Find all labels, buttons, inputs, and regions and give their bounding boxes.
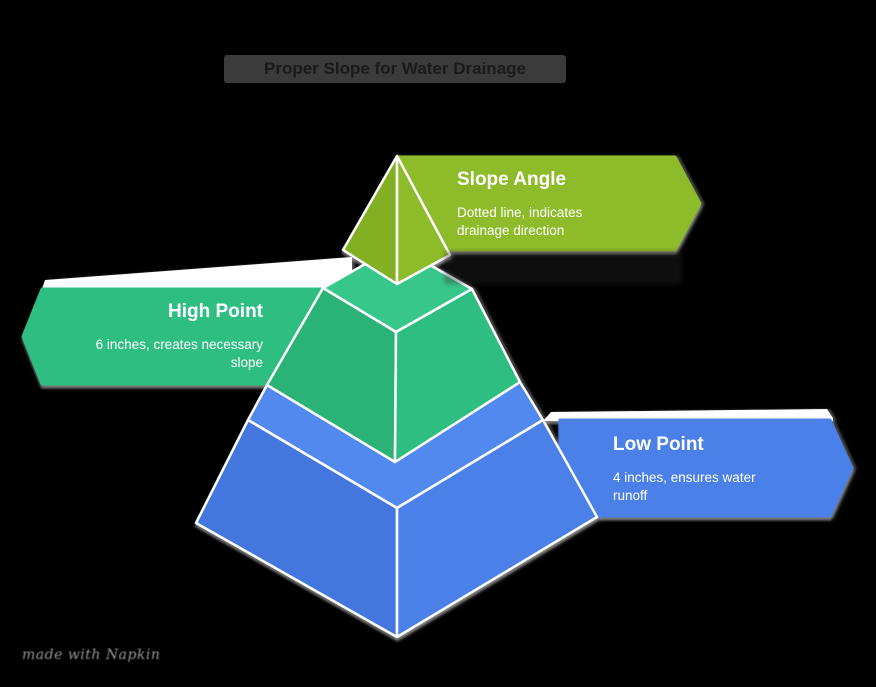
low-point-title: Low Point <box>613 434 704 455</box>
high-point-ribbon <box>21 287 324 386</box>
title-bar: Proper Slope for Water Drainage <box>224 55 566 83</box>
slope-angle-desc-line2: drainage direction <box>457 223 565 238</box>
high-point-title: High Point <box>168 301 263 322</box>
low-point-desc-line1: 4 inches, ensures water <box>613 470 756 485</box>
top-tier-right-face <box>395 154 452 286</box>
slope-angle-desc-line1: Dotted line, indicates <box>457 205 583 220</box>
middle-tier-right-face <box>393 287 522 464</box>
high-point-ribbon-top-face <box>42 257 352 289</box>
bottom-tier-right-face <box>395 418 599 639</box>
low-point-ribbon-top-face <box>543 409 833 421</box>
faint-ghost-text <box>444 251 682 284</box>
slope-angle-title: Slope Angle <box>457 169 567 190</box>
low-point-desc-line2: runoff <box>613 488 648 503</box>
high-point-desc-line1: 6 inches, creates necessary <box>95 337 263 352</box>
high-point-desc-line2: slope <box>230 355 263 370</box>
watermark: made with Napkin <box>22 647 161 663</box>
